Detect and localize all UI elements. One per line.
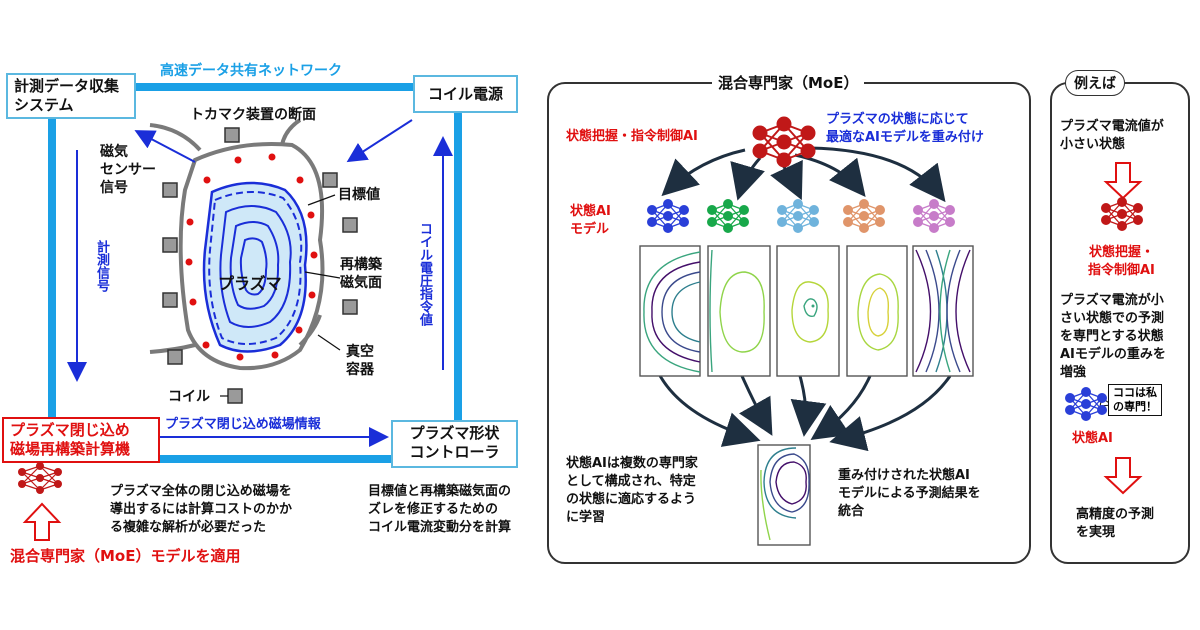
left-note: 状態AIは複数の専門家 として構成され、特定 の状態に適応するよう に学習 <box>566 456 698 525</box>
tokamak-title: トカマク装置の断面 <box>190 107 316 123</box>
recon-surface-label: 再構築 磁気面 <box>340 257 382 291</box>
right-state-ai-label: 状態AI <box>1072 431 1113 446</box>
moe-title: 混合専門家（MoE） <box>712 72 865 93</box>
note-correct: 目標値と再構築磁気面の ズレを修正するための コイル電流変動分を計算 <box>368 484 512 535</box>
coil-squares <box>162 127 358 404</box>
reconstruct-computer-box: プラズマ閉じ込め 磁場再構築計算機 <box>2 417 160 463</box>
coil-power-box: コイル電源 <box>413 75 518 113</box>
gating-label: 状態把握・指令制御AI <box>566 129 698 144</box>
sensor-label: 磁気 センサー 信号 <box>100 144 156 196</box>
result-text: 高精度の予測 を実現 <box>1076 507 1155 540</box>
network-frame <box>48 83 462 463</box>
speech-bubble: ココは私 の専門！ <box>1108 384 1162 416</box>
sensor-dots <box>185 153 318 361</box>
note-cost: プラズマ全体の閉じ込め磁場を 導出するには計算コストのかか る複雑な解析が必要だ… <box>110 484 293 535</box>
measure-signal-label: 計測信号 <box>94 240 109 292</box>
measure-system-box: 計測データ収集 システム <box>6 73 136 119</box>
coil-voltage-label: コイル電圧指令値 <box>417 222 432 326</box>
coil-label: コイル <box>168 389 210 405</box>
plasma-label: プラズマ <box>218 274 282 293</box>
state-ai-label: 状態AI モデル <box>570 204 611 237</box>
target-label: 目標値 <box>338 187 380 203</box>
right-note: 重み付けされた状態AI モデルによる予測結果を 統合 <box>838 468 981 519</box>
network-label: 高速データ共有ネットワーク <box>160 63 342 79</box>
down-arrow-1 <box>1103 162 1143 200</box>
down-arrow-2 <box>1103 457 1143 495</box>
weighting-note: プラズマの状態に応じて 最適なAIモデルを重み付け <box>826 112 984 145</box>
right-gating-label: 状態把握・ 指令制御AI <box>1088 245 1155 278</box>
red-up-arrow <box>22 502 62 541</box>
flow-label: プラズマ閉じ込め磁場情報 <box>165 417 321 432</box>
right-desc: プラズマ電流が小 さい状態での予測 を専門とする状態 AIモデルの重みを 増強 <box>1060 293 1166 380</box>
vessel-label: 真空 容器 <box>346 344 374 378</box>
example-title: 例えば <box>1065 70 1125 96</box>
state1-text: プラズマ電流値が 小さい状態 <box>1060 119 1164 152</box>
shape-controller-box: プラズマ形状 コントローラ <box>391 420 518 468</box>
apply-moe-label: 混合専門家（MoE）モデルを適用 <box>10 547 241 565</box>
